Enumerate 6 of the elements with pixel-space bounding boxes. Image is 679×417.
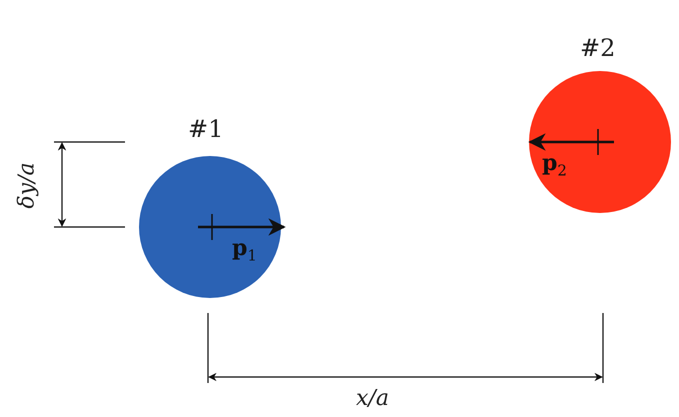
dimension-label: x/a	[356, 386, 389, 411]
vector-label: p$_{2}$	[542, 150, 567, 180]
vector-label: p$_{1}$	[232, 235, 257, 264]
particle-label: #1	[188, 115, 224, 143]
particle-label: #2	[580, 34, 616, 62]
dimension-label: δy/a	[14, 162, 40, 208]
